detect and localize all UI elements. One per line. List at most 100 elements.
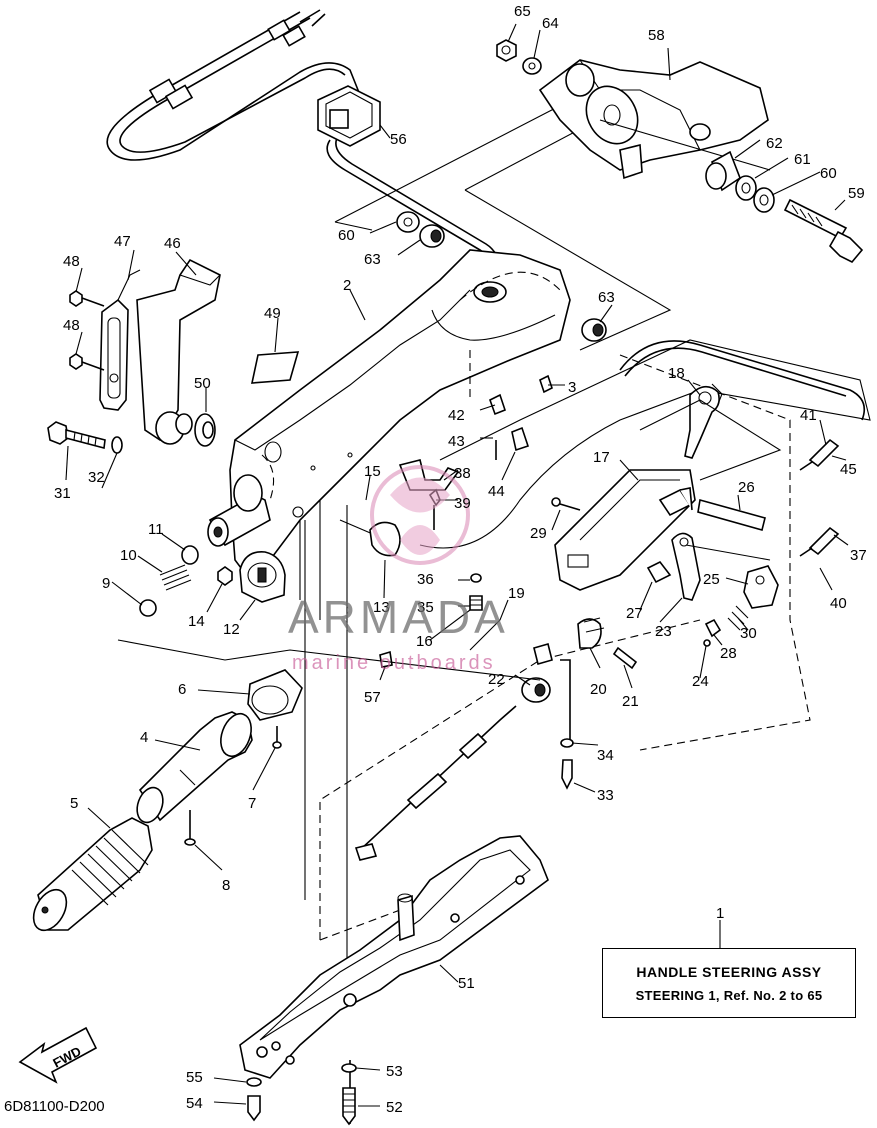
linkage-frame bbox=[419, 339, 871, 549]
part-label: 56 bbox=[390, 131, 407, 148]
lower-cover bbox=[239, 835, 549, 1079]
center-screws bbox=[469, 573, 483, 611]
part-label: 16 bbox=[416, 633, 433, 650]
part-label: 24 bbox=[692, 673, 709, 690]
part-label: 60 bbox=[820, 165, 837, 182]
part-label: 1 bbox=[716, 905, 724, 922]
part-label: 31 bbox=[54, 485, 71, 502]
bolt-and-washer-left bbox=[47, 421, 123, 454]
lever-bracket bbox=[554, 469, 696, 591]
cable-right bbox=[619, 340, 866, 557]
part-label: 46 bbox=[164, 235, 181, 252]
part-label: 3 bbox=[568, 379, 576, 396]
part-label: 32 bbox=[88, 469, 105, 486]
part-label: 39 bbox=[454, 495, 471, 512]
part-label: 48 bbox=[63, 253, 80, 270]
assembly-subtitle: STEERING 1, Ref. No. 2 to 65 bbox=[635, 987, 823, 1003]
cover-screws bbox=[246, 1063, 357, 1126]
part-label: 58 bbox=[648, 27, 665, 44]
part-label: 52 bbox=[386, 1099, 403, 1116]
part-label: 48 bbox=[63, 317, 80, 334]
part-label: 19 bbox=[508, 585, 525, 602]
bracket-screw bbox=[551, 497, 581, 511]
part-label: 43 bbox=[448, 433, 465, 450]
grip-screws bbox=[184, 726, 282, 846]
part-label: 38 bbox=[454, 465, 471, 482]
watermark-text: ARMADA bbox=[288, 591, 509, 643]
shift-lever bbox=[646, 532, 779, 647]
friction-plate bbox=[99, 269, 141, 411]
part-label: 36 bbox=[417, 571, 434, 588]
part-label: 40 bbox=[830, 595, 847, 612]
part-label: 44 bbox=[488, 483, 505, 500]
throttle-tube bbox=[136, 711, 253, 824]
part-label: 28 bbox=[720, 645, 737, 662]
decal bbox=[250, 351, 300, 384]
fwd-arrow-icon: FWD bbox=[18, 1026, 98, 1084]
bottom-right-screws bbox=[560, 738, 574, 790]
part-label: 6 bbox=[178, 681, 186, 698]
screw-57 bbox=[379, 650, 393, 668]
collar-washer-left bbox=[396, 211, 445, 248]
collar-washers-bolt bbox=[705, 150, 864, 263]
part-label: 51 bbox=[458, 975, 475, 992]
part-label: 54 bbox=[186, 1095, 203, 1112]
collar-right bbox=[581, 318, 607, 342]
assembly-title: HANDLE STEERING ASSY bbox=[636, 963, 822, 980]
nut-and-washer-top bbox=[496, 39, 542, 75]
assembly-title-box: HANDLE STEERING ASSY STEERING 1, Ref. No… bbox=[602, 948, 856, 1018]
part-label: 12 bbox=[223, 621, 240, 638]
throttle-collar bbox=[247, 669, 303, 721]
part-label: 63 bbox=[364, 251, 381, 268]
part-label: 35 bbox=[417, 599, 434, 616]
watermark-subtext: marine outboards bbox=[292, 652, 496, 674]
diagram-code: 6D81100-D200 bbox=[4, 1098, 105, 1115]
part-label: 42 bbox=[448, 407, 465, 424]
part-label: 33 bbox=[597, 787, 614, 804]
part-label: 18 bbox=[668, 365, 685, 382]
part-label: 64 bbox=[542, 15, 559, 32]
part-label: 7 bbox=[248, 795, 256, 812]
grommet bbox=[317, 85, 381, 147]
part-label: 57 bbox=[364, 689, 381, 706]
part-label: 41 bbox=[800, 407, 817, 424]
part-label: 17 bbox=[593, 449, 610, 466]
steering-arm bbox=[136, 258, 221, 445]
part-label: 20 bbox=[590, 681, 607, 698]
part-label: 9 bbox=[102, 575, 110, 592]
part-label: 60 bbox=[338, 227, 355, 244]
part-label: 47 bbox=[114, 233, 131, 250]
part-label: 61 bbox=[794, 151, 811, 168]
throttle-linkage-gears bbox=[521, 617, 638, 740]
part-label: 55 bbox=[186, 1069, 203, 1086]
part-label: 34 bbox=[597, 747, 614, 764]
spring-and-collars bbox=[139, 545, 233, 617]
part-label: 10 bbox=[120, 547, 137, 564]
plate-bolts bbox=[69, 290, 105, 371]
part-label: 26 bbox=[738, 479, 755, 496]
part-label: 27 bbox=[626, 605, 643, 622]
part-label: 45 bbox=[840, 461, 857, 478]
remote-cable-assembly bbox=[106, 9, 502, 301]
throttle-grip bbox=[32, 817, 153, 932]
part-label: 63 bbox=[598, 289, 615, 306]
part-label: 11 bbox=[148, 521, 164, 538]
part-label: 14 bbox=[188, 613, 205, 630]
part-label: 30 bbox=[740, 625, 757, 642]
steering-bracket bbox=[538, 59, 771, 180]
part-label: 15 bbox=[364, 463, 381, 480]
part-label: 37 bbox=[850, 547, 867, 564]
part-label: 25 bbox=[703, 571, 720, 588]
part-label: 65 bbox=[514, 3, 531, 20]
washer-large bbox=[194, 413, 216, 447]
part-label: 29 bbox=[530, 525, 547, 542]
part-label: 62 bbox=[766, 135, 783, 152]
shift-arm bbox=[639, 383, 782, 481]
part-number-labels: 2 3 4 5 6 7 8 9 10 11 12 13 14 15 16 17 … bbox=[54, 3, 867, 1116]
part-label: 4 bbox=[140, 729, 148, 746]
watermark-logo-icon bbox=[370, 465, 470, 565]
leader-lines bbox=[65, 23, 849, 1107]
throttle-pulley bbox=[239, 551, 286, 603]
part-label: 2 bbox=[343, 277, 351, 294]
